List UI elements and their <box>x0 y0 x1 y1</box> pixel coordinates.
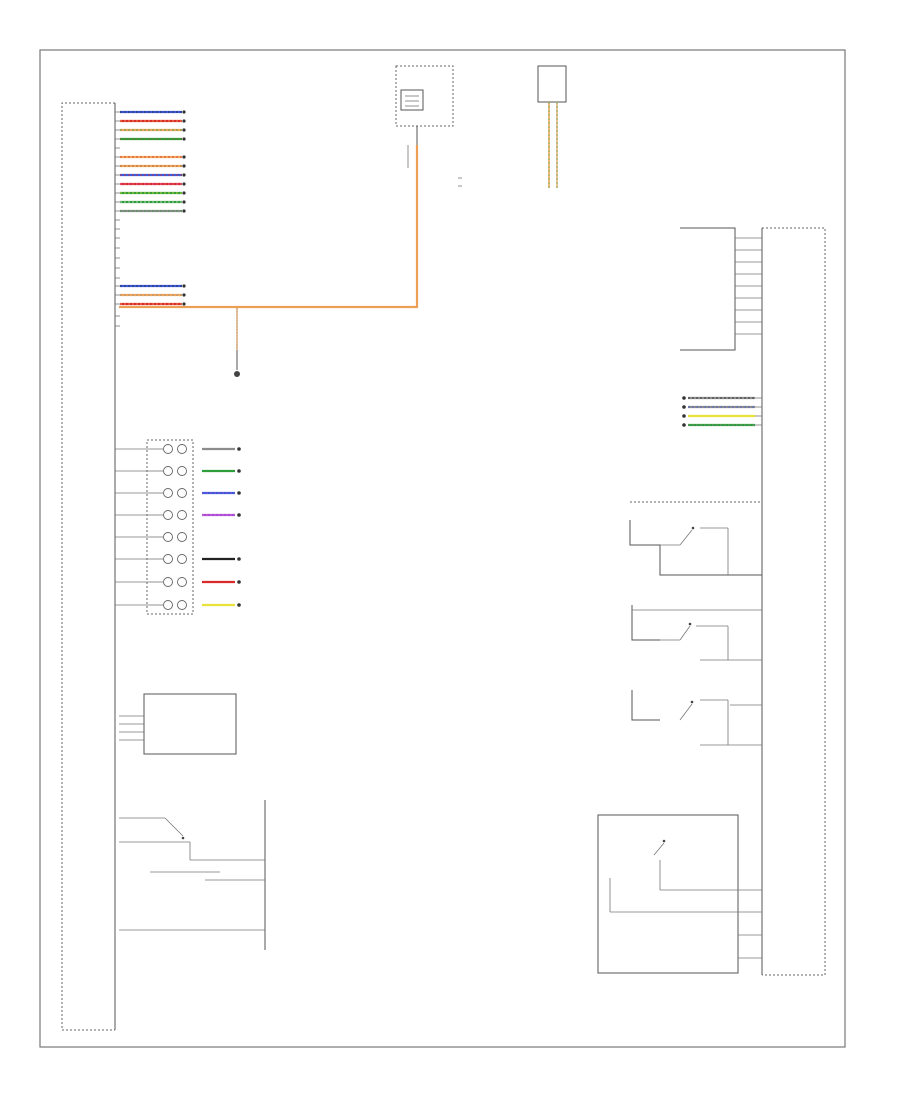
connector-pin <box>163 510 173 520</box>
wire-end-dot <box>182 182 186 186</box>
wire-end-dot <box>182 173 186 177</box>
wire-end-dot <box>182 128 186 132</box>
wire-end-dot <box>237 469 241 473</box>
wire-end-dot <box>682 414 686 418</box>
wire-end-dot <box>182 191 186 195</box>
connector-pin <box>177 532 187 542</box>
connector-pin <box>163 466 173 476</box>
wire-end-dot <box>237 491 241 495</box>
connector-pin <box>177 488 187 498</box>
steering-angle-sensor <box>146 439 194 615</box>
wire-end-dot <box>182 293 186 297</box>
wire-end-dot <box>682 423 686 427</box>
wire-end-dot <box>182 137 186 141</box>
diagram-frame <box>39 49 846 1048</box>
right-wire-rows <box>682 396 762 427</box>
connector-pin <box>163 532 173 542</box>
wire-end-dot <box>182 119 186 123</box>
connector-pin <box>163 554 173 564</box>
wire-end-dot <box>182 110 186 114</box>
cruise-control-set-switch <box>119 800 266 950</box>
wire-end-dot <box>682 396 686 400</box>
wiper-switch <box>629 501 762 746</box>
fuse-box <box>395 65 462 187</box>
wire-end-dot <box>182 209 186 213</box>
connector-pin <box>177 510 187 520</box>
connector-pin <box>177 577 187 587</box>
wire-end-dot <box>237 603 241 607</box>
connector-pin <box>177 554 187 564</box>
top-sensor <box>537 65 567 188</box>
connector-pin <box>177 466 187 476</box>
wire-end-dot <box>182 164 186 168</box>
connector-pin <box>163 488 173 498</box>
ground-circuit <box>234 308 240 377</box>
wire-end-dot <box>237 557 241 561</box>
wire-end-dot <box>182 302 186 306</box>
module-wire-rows <box>115 110 186 327</box>
connector-pin <box>177 444 187 454</box>
connector-pin <box>163 577 173 587</box>
connector-pin <box>177 600 187 610</box>
wire-end-dot <box>182 200 186 204</box>
orange-power-wire <box>119 145 419 309</box>
sensor-wire-rows <box>115 444 241 610</box>
connector-pin <box>163 444 173 454</box>
cruise-control-switch <box>119 693 237 755</box>
turn-signal-switch <box>597 814 762 974</box>
wire-end-dot <box>237 580 241 584</box>
wire-end-dot <box>182 155 186 159</box>
wire-end-dot <box>237 513 241 517</box>
right-upper-sensor <box>680 227 762 351</box>
right-module <box>761 227 826 976</box>
steering-column-module <box>61 102 116 1031</box>
wire-end-dot <box>237 447 241 451</box>
ground-point <box>234 371 240 377</box>
wire-end-dot <box>182 284 186 288</box>
wire-end-dot <box>682 405 686 409</box>
connector-pin <box>163 600 173 610</box>
